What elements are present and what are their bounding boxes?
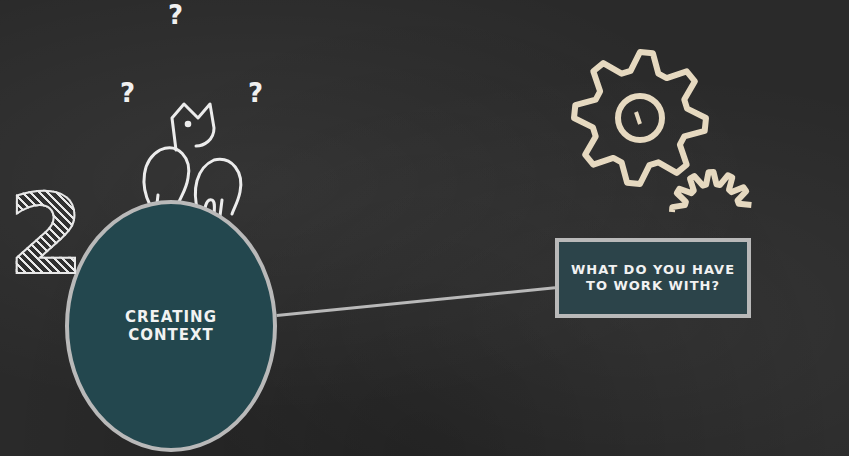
process-box: WHAT DO YOU HAVE TO WORK WITH? xyxy=(555,238,751,318)
cat-eye xyxy=(186,122,190,126)
callout-number: 2 xyxy=(8,180,85,290)
question-mark: ? xyxy=(248,80,263,106)
gear-hub xyxy=(618,96,662,140)
cat-figure xyxy=(172,104,214,150)
gear-mark xyxy=(636,112,640,124)
gear-sketch xyxy=(574,52,751,212)
question-mark: ? xyxy=(168,2,183,28)
node-text: CREATING CONTEXT xyxy=(95,308,247,344)
outline xyxy=(557,240,749,316)
gear xyxy=(574,52,706,184)
gear xyxy=(672,172,751,212)
question-mark: ? xyxy=(120,80,135,106)
connector-line xyxy=(277,288,555,316)
text-group: CREATING CONTEXT xyxy=(95,308,247,344)
outline xyxy=(67,202,275,450)
node-text: WHAT DO YOU HAVE TO WORK WITH? xyxy=(565,262,741,293)
text-group: WHAT DO YOU HAVE TO WORK WITH? xyxy=(565,262,741,293)
connector xyxy=(277,288,555,316)
process-circle: CREATING CONTEXT xyxy=(65,200,277,452)
